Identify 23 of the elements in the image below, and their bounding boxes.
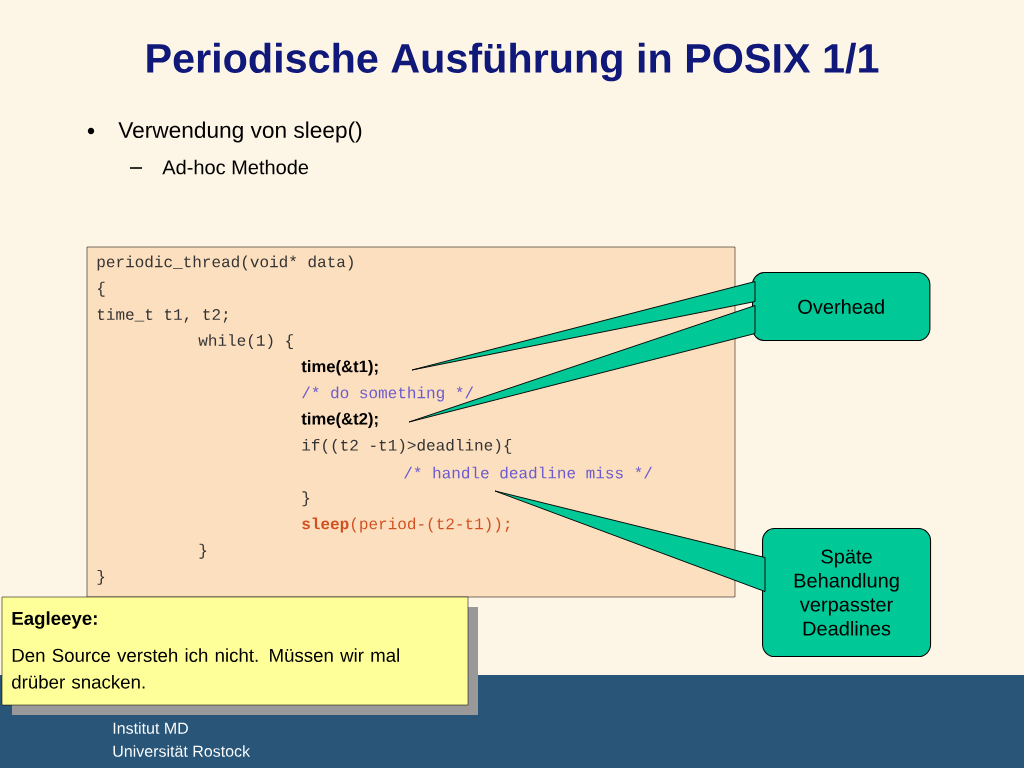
code-line: /* do something */ (302, 386, 474, 402)
code-line: periodic_thread(void* data) (97, 255, 353, 271)
code-line: { (98, 281, 105, 297)
bullet-text: Verwendung von sleep() (118, 121, 362, 143)
code-line: /* handle deadline miss */ (404, 466, 652, 479)
callout-pointer (494, 490, 766, 592)
code-line: } (302, 491, 310, 507)
code-line: time(&t2); (301, 412, 378, 428)
title: Periodische Ausführung in POSIX 1/1 (147, 42, 879, 82)
code-line: while(1) { (198, 334, 293, 350)
code-line: } (199, 543, 207, 559)
callout-box: Späte Behandlung verpasster Deadlines (762, 528, 932, 658)
code-line: if((t2 -t1)>deadline){ (302, 438, 512, 454)
note-box (1, 596, 478, 715)
code-line: time_t t1, t2; (97, 308, 228, 323)
code-line: } (97, 569, 105, 585)
note-text: Den Source versteh ich nicht. Müssen wir mal drüber snacken. (12, 648, 399, 689)
footer-text: Universität Rostock (113, 745, 251, 757)
note-heading: Eagleeye: (12, 611, 97, 629)
callout-box: Overhead (752, 272, 931, 342)
sub-bullet-text: Ad-hoc Methode (162, 159, 309, 175)
code-line: sleep(period-(t2-t1)); (302, 517, 510, 533)
code-line: time(&t1); (301, 360, 378, 376)
